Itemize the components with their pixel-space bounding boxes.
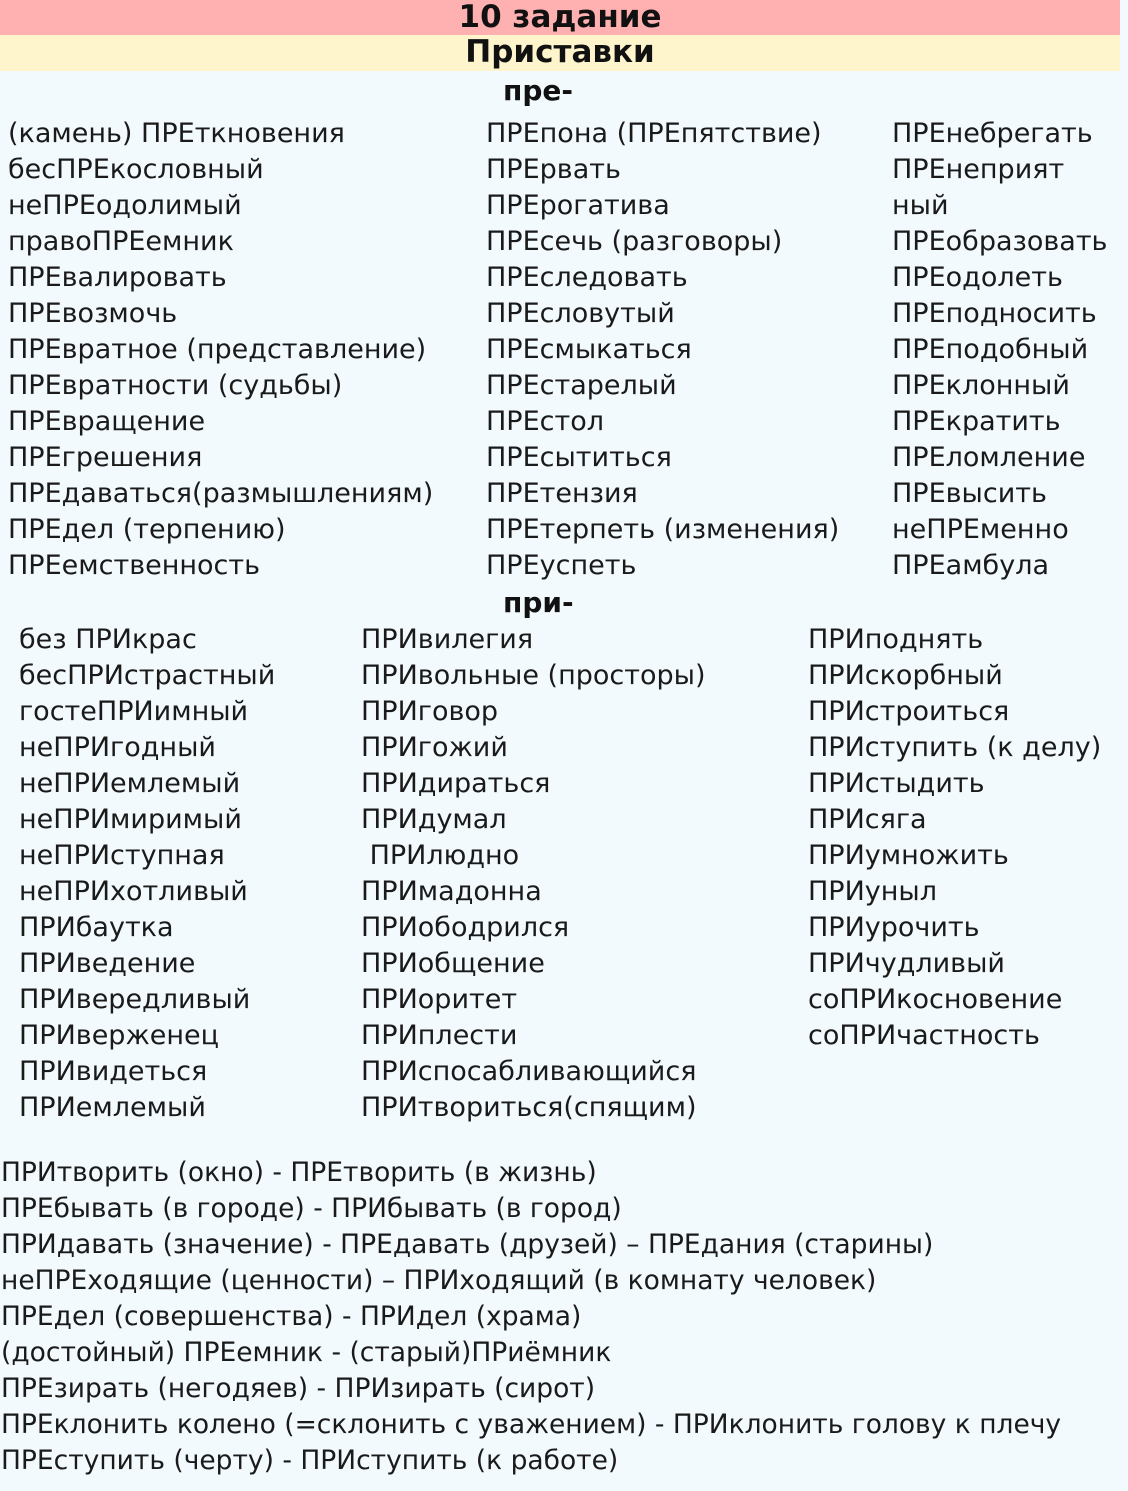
word-list-item: ПРЕсмыкаться [486, 334, 692, 365]
word-list-item: ПРИвольные (просторы) [361, 660, 706, 691]
word-list-item: ПРЕпона (ПРЕпятствие) [486, 118, 822, 149]
word-pair-item: ПРИдавать (значение) - ПРЕдавать (друзей… [1, 1229, 934, 1260]
word-list-item: ПРЕломление [892, 442, 1086, 473]
word-list-item: неПРЕодолимый [8, 190, 242, 221]
word-list-item: ПРЕнебрегать [892, 118, 1093, 149]
word-list-item: ПРИвидеться [19, 1056, 208, 1087]
word-list-item: ПРЕтензия [486, 478, 638, 509]
pre-column-1: (камень) ПРЕткновения бесПРЕкословный неПР… [8, 116, 433, 584]
word-list-item: ПРИвилегия [361, 624, 534, 655]
word-pair-item: ПРЕступить (черту) - ПРИступить (к работ… [1, 1445, 619, 1476]
word-list-item: ПРЕсловутый [486, 298, 675, 329]
word-pairs-list: ПРИтворить (окно) - ПРЕтворить (в жизнь)… [1, 1155, 1061, 1479]
word-list-item: ПРЕуспеть [486, 550, 637, 581]
word-list-item: ПРИведение [19, 948, 196, 979]
word-list-item: ПРИвередливый [19, 984, 251, 1015]
word-list-item: ПРИподнять [808, 624, 984, 655]
word-list-item: ПРИобщение [361, 948, 545, 979]
word-pair-item: ПРЕбывать (в городе) - ПРИбывать (в горо… [1, 1193, 622, 1224]
word-pair-item: (достойный) ПРЕемник - (старый)ПРиёмник [1, 1337, 612, 1368]
word-list-item: ПРИуныл [808, 876, 937, 907]
word-list-item: ПРИплести [361, 1020, 518, 1051]
word-list-item: соПРИчастность [808, 1020, 1040, 1051]
word-list-item: ПРЕвратности (судьбы) [8, 370, 343, 401]
word-list-item: ПРЕвысить [892, 478, 1047, 509]
word-list-item: ПРЕвалировать [8, 262, 227, 293]
word-list-item: неПРИступная [19, 840, 225, 871]
word-list-item: ПРЕрвать [486, 154, 621, 185]
word-pair-item: неПРЕходящие (ценности) – ПРИходящий (в … [1, 1265, 877, 1296]
word-list-item: ПРЕподносить [892, 298, 1097, 329]
word-list-item: ПРИбаутка [19, 912, 174, 943]
word-list-item: ПРЕобразовать [892, 226, 1108, 257]
word-list-item: ПРЕвратное (представление) [8, 334, 427, 365]
word-list-item: ПРЕдел (терпению) [8, 514, 286, 545]
word-list-item: неПРИемлемый [19, 768, 241, 799]
word-list-item: ПРЕемственность [8, 550, 261, 581]
page-title: 10 задание [0, 0, 1120, 35]
word-pair-item: ПРЕзирать (негодяев) - ПРИзирать (сирот) [1, 1373, 596, 1404]
word-list-item: неПРИмиримый [19, 804, 242, 835]
word-list-item: ПРЕподобный [892, 334, 1089, 365]
word-list-item: ПРЕодолеть [892, 262, 1063, 293]
word-list-item: ПРИчудливый [808, 948, 1005, 979]
word-list-item: ПРЕвозмочь [8, 298, 178, 329]
word-list-item: ПРЕамбула [892, 550, 1049, 581]
section-heading-pre: пре- [503, 74, 573, 107]
word-list-item: ПРЕкратить [892, 406, 1061, 437]
word-list-item: неПРЕменно [892, 514, 1069, 545]
word-list-item: ПРЕсытиться [486, 442, 672, 473]
word-list-item: ПРЕнеприят [892, 154, 1065, 185]
word-list-item: ПРИстроиться [808, 696, 1010, 727]
word-list-item: ПРИободрился [361, 912, 570, 943]
word-list-item: ПРЕтерпеть (изменения) [486, 514, 840, 545]
word-list-item: ПРИговор [361, 696, 499, 727]
word-list-item: ПРИстыдить [808, 768, 985, 799]
word-list-item: ПРИмадонна [361, 876, 542, 907]
word-list-item: ПРИверженец [19, 1020, 220, 1051]
word-list-item: ПРЕклонный [892, 370, 1070, 401]
word-list-item: неПРИгодный [19, 732, 216, 763]
word-list-item: ПРИдумал [361, 804, 507, 835]
word-list-item: бесПРИстрастный [19, 660, 276, 691]
word-list-item: ПРИспосабливающийся [361, 1056, 697, 1087]
word-list-item: ПРЕгрешения [8, 442, 203, 473]
word-list-item: ПРЕдаваться(размышлениям) [8, 478, 434, 509]
word-list-item: ПРИумножить [808, 840, 1009, 871]
word-list-item: ПРИгожий [361, 732, 508, 763]
page-subtitle: Приставки [0, 35, 1120, 71]
word-list-item: ПРИемлемый [19, 1092, 206, 1123]
word-pair-item: ПРЕдел (совершенства) - ПРИдел (храма) [1, 1301, 582, 1332]
word-list-item: ПРЕвращение [8, 406, 206, 437]
word-list-item: ПРИлюдно [361, 840, 520, 871]
word-list-item: ПРЕсечь (разговоры) [486, 226, 783, 257]
word-list-item: ПРИсяга [808, 804, 927, 835]
word-list-item: правоПРЕемник [8, 226, 234, 257]
word-list-item: ПРИскорбный [808, 660, 1003, 691]
word-list-item: ПРЕрогатива [486, 190, 670, 221]
word-list-item: соПРИкосновение [808, 984, 1063, 1015]
word-list-item: ПРИурочить [808, 912, 980, 943]
section-heading-pri: при- [503, 586, 574, 619]
word-list-item: ПРИдираться [361, 768, 551, 799]
word-list-item: ПРЕстарелый [486, 370, 677, 401]
word-list-item: (камень) ПРЕткновения [8, 118, 345, 149]
word-pair-item: ПРИтворить (окно) - ПРЕтворить (в жизнь) [1, 1157, 597, 1188]
word-list-item: ПРЕследовать [486, 262, 688, 293]
word-list-item: ПРИтвориться(спящим) [361, 1092, 697, 1123]
word-list-item: гостеПРИимный [19, 696, 249, 727]
word-list-item: неПРИхотливый [19, 876, 248, 907]
word-list-item: ПРИоритет [361, 984, 518, 1015]
pri-column-1: без ПРИкрас бесПРИстрастный гостеПРИимный н… [19, 622, 275, 1126]
word-list-item: ный [892, 190, 949, 221]
word-list-item: ПРЕстол [486, 406, 604, 437]
word-list-item: без ПРИкрас [19, 624, 197, 655]
word-list-item: бесПРЕкословный [8, 154, 264, 185]
word-pair-item: ПРЕклонить колено (=склонить с уважением… [1, 1409, 1062, 1440]
word-list-item: ПРИступить (к делу) [808, 732, 1102, 763]
